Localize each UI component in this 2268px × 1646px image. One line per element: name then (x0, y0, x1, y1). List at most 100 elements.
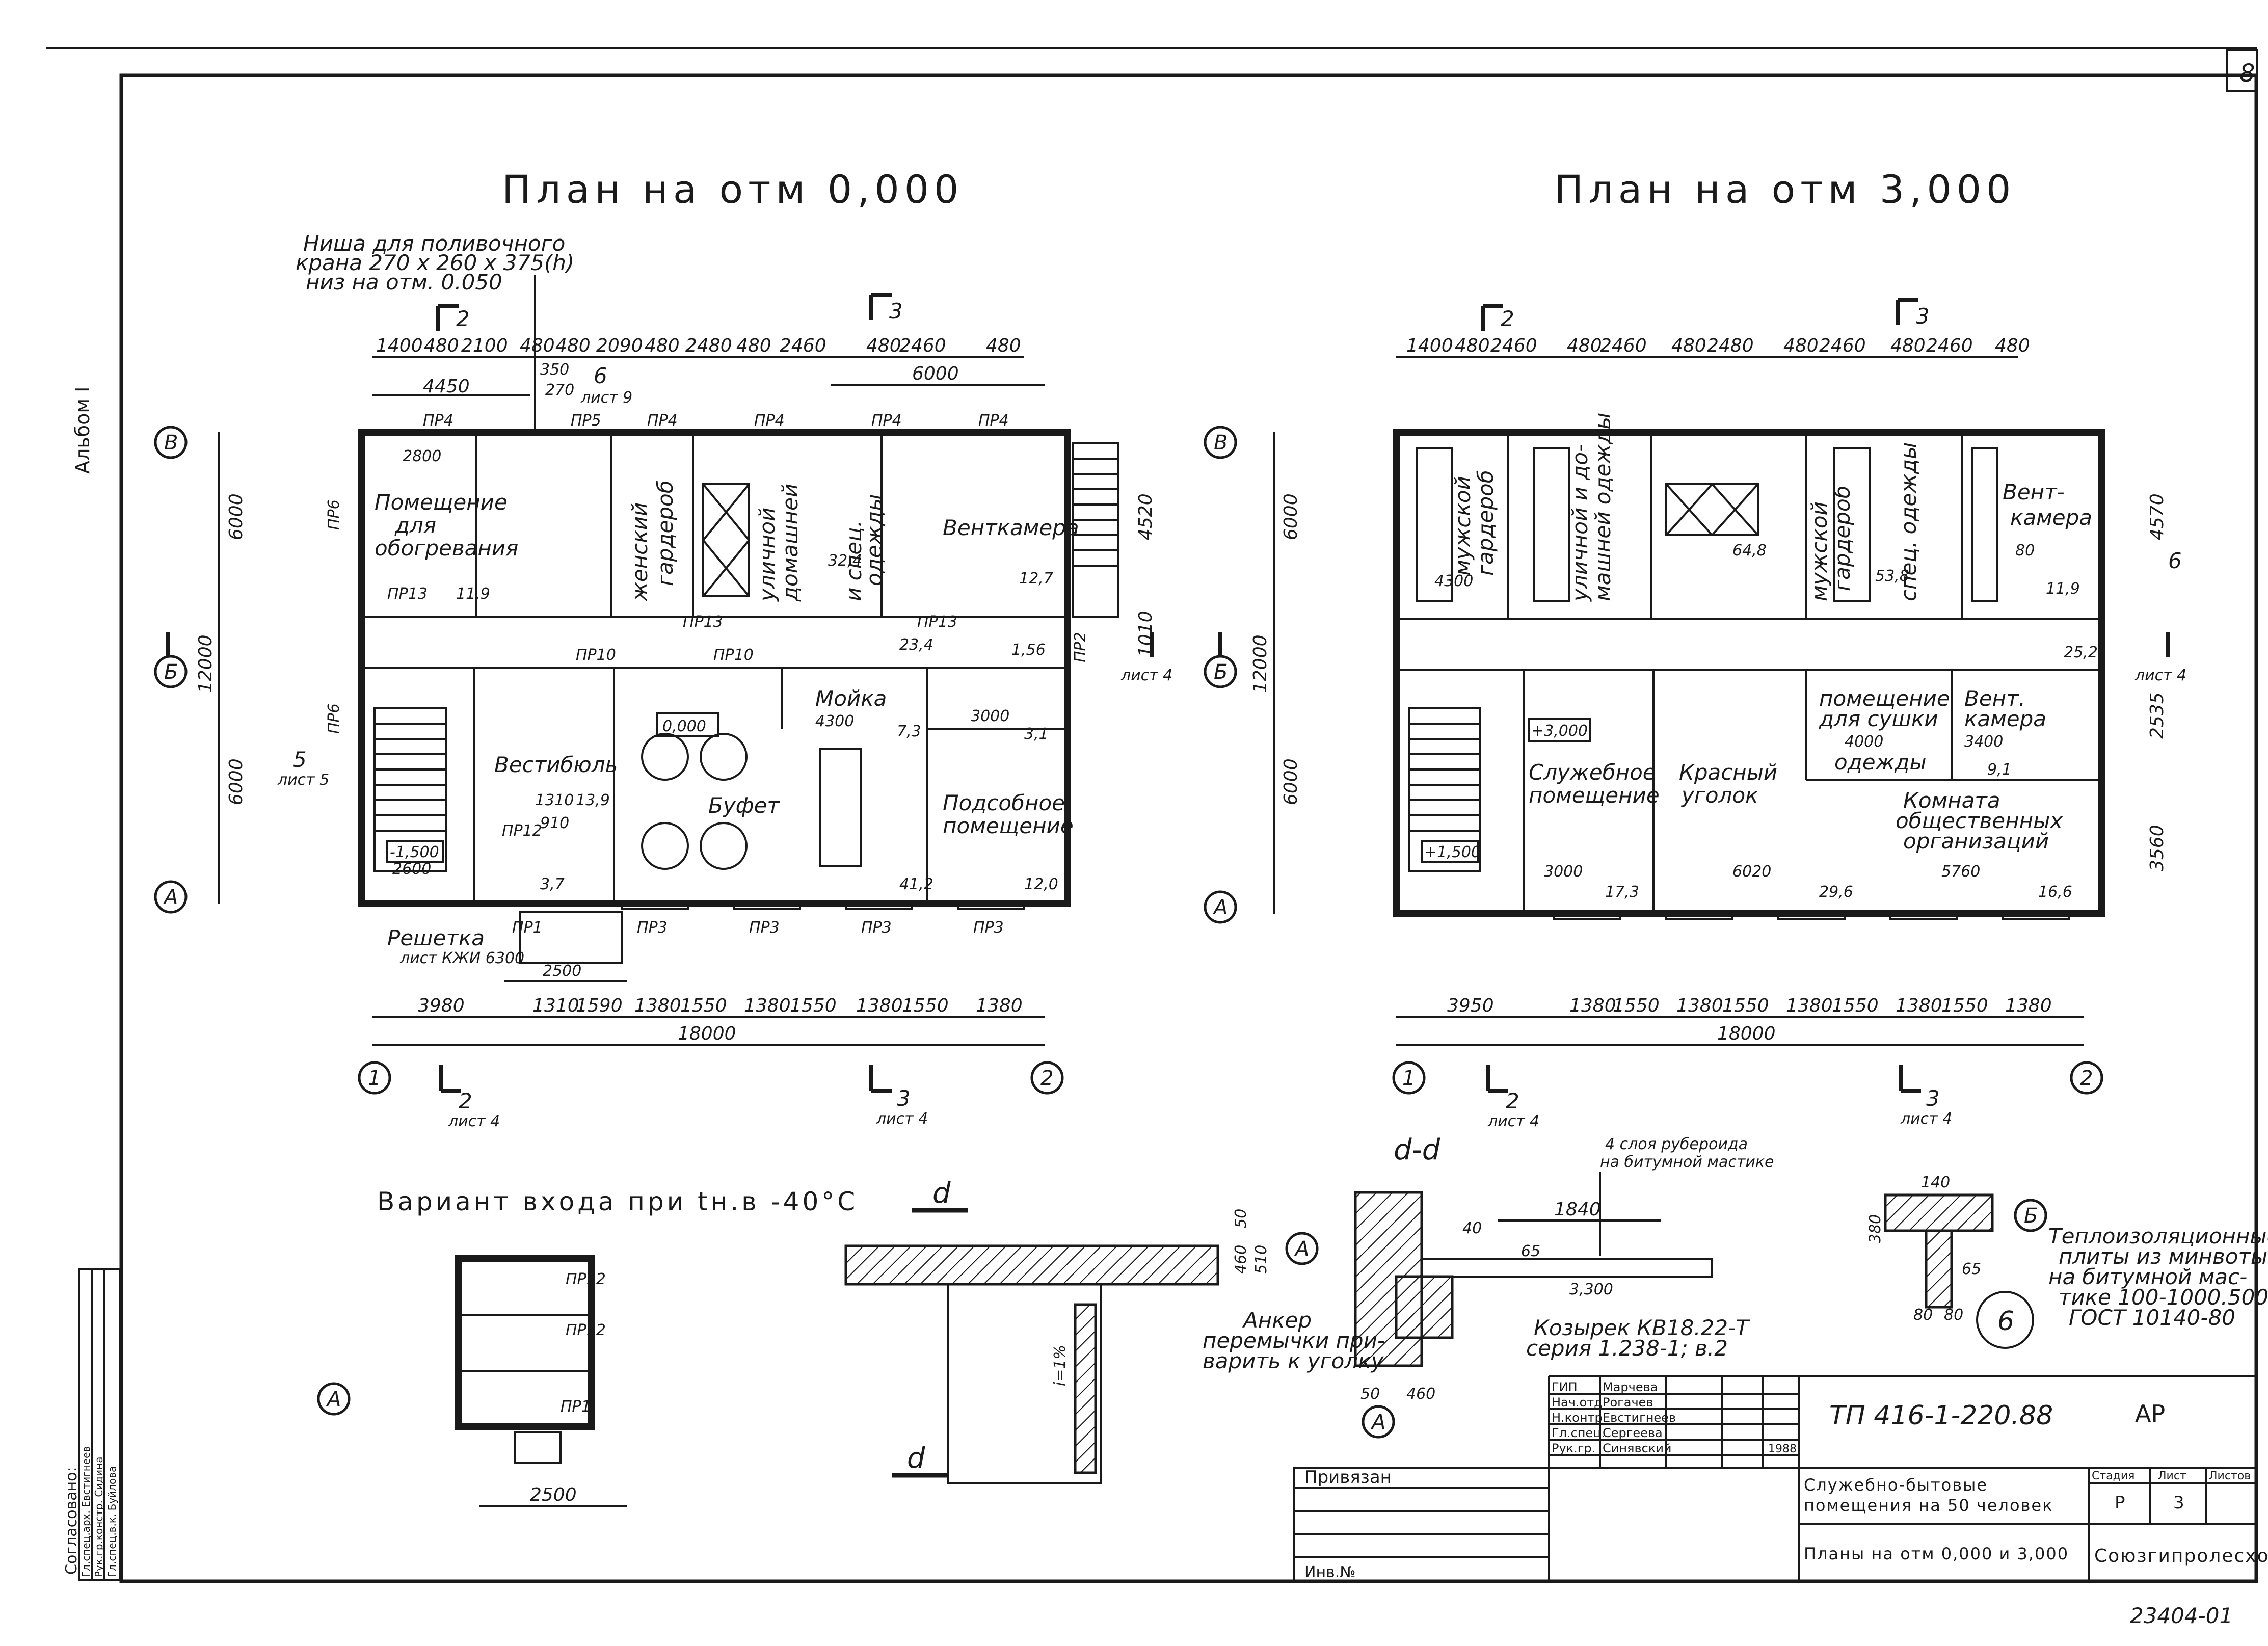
dim: 1550 (680, 995, 727, 1016)
windows-bottom-right (1553, 911, 2070, 920)
dim: 6000 (1280, 493, 1301, 540)
tb-sheets-h: Листов (2209, 1470, 2251, 1482)
dim: 1380 (744, 995, 791, 1016)
dim: 2090 (596, 335, 643, 356)
section-2-top: 2 (1501, 306, 1514, 331)
dim-5760: 5760 (1941, 863, 1980, 881)
axis-bubble (154, 880, 188, 914)
dim-140: 140 (1921, 1174, 1950, 1191)
approval-heading: Согласовано: (63, 1467, 81, 1575)
section-mark-2-bottom (1486, 1065, 1508, 1093)
room-area: 64,8 (1732, 542, 1767, 560)
entrance-porch (519, 911, 623, 964)
room-area: 11,9 (2046, 580, 2080, 598)
dim-460: 460 (1406, 1385, 1435, 1403)
section-3-bottom-sheet: лист 4 (876, 1110, 928, 1128)
section-2-bottom-sheet: лист 4 (1487, 1112, 1539, 1130)
page-number: 8 (2239, 59, 2255, 88)
room-area: 1,56 (1011, 641, 1046, 659)
buffet-tables (641, 733, 862, 870)
axis-bubble (2070, 1061, 2103, 1095)
axis-bubble (2014, 1199, 2047, 1232)
label-pr3: ПР3 (749, 919, 780, 937)
section-3-top: 3 (889, 299, 903, 324)
dim-460: 460 (1232, 1245, 1250, 1274)
dim-80: 80 (1913, 1306, 1933, 1324)
room-area: 7,3 (897, 723, 921, 740)
level-3: +3,000 (1531, 722, 1588, 740)
dim-510: 510 (1252, 1245, 1270, 1274)
axis-label: А (326, 1388, 341, 1411)
canopy-note-2: на битумной мастике (1600, 1153, 1774, 1171)
dim: 1380 (856, 995, 903, 1016)
dim: 1550 (1613, 995, 1660, 1016)
dims-top-left: 1400 480 2100 480 480 2090 480 2480 480 … (376, 335, 1021, 356)
room-drying: для сушки (1819, 706, 1938, 731)
anchor-note: варить к уголку (1203, 1348, 1384, 1373)
plan-right-title: План на отм 3,000 (1554, 167, 2016, 212)
plan-left-title: План на отм 0,000 (502, 167, 964, 212)
axis-label: 2 (1040, 1067, 1053, 1090)
canopy-insulation (1395, 1275, 1454, 1339)
axis-label: А (1212, 896, 1228, 919)
room-ventchamber: Венткамера (943, 515, 1079, 540)
tb-year: 1988 (1768, 1443, 1797, 1455)
label-pr3: ПР3 (973, 919, 1004, 937)
dim: 2460 (899, 335, 946, 356)
room-area: 17,3 (1605, 883, 1639, 901)
room-area: 11,9 (456, 585, 490, 603)
dim: 1380 (1896, 995, 1942, 1016)
label-pr1: ПР1 (512, 919, 543, 937)
plan-left: План на отм 0,000 Ниша для поливочного к… (154, 167, 1172, 1130)
stair-left-lower (373, 707, 447, 872)
room-area: 9,1 (1987, 761, 2012, 779)
section-3-bottom: 3 (897, 1086, 911, 1111)
axis-bubble (1285, 1232, 1319, 1265)
anchor-note: Анкер (1242, 1308, 1312, 1333)
dim: 6000 (226, 758, 247, 805)
tb-name: Сергеева (1603, 1426, 1663, 1440)
dim: 12000 (195, 634, 216, 693)
dim: 480 (1995, 335, 2030, 356)
section-2-bottom-sheet: лист 4 (448, 1112, 500, 1130)
label-pr6: ПР6 (325, 703, 343, 734)
dim-65: 65 (1521, 1242, 1540, 1260)
label-pr4: ПР4 (978, 412, 1009, 430)
dim: 1380 (1569, 995, 1616, 1016)
room-street: домашней (778, 484, 803, 602)
section-dd-detail: d i=1% 460 50 510 А Анкер перемычки при-… (844, 1177, 1385, 1484)
grating-label: Решетка (387, 925, 485, 950)
approval-row: Рук.гр.констр. Сидина (93, 1457, 105, 1577)
approval-row: Гл.спец.в.к. Буйлова (106, 1466, 118, 1577)
level-box (1421, 840, 1479, 863)
axis-bubble (154, 426, 188, 459)
variant-outline (455, 1255, 595, 1430)
room-area: 4300 (1434, 572, 1473, 590)
label-pr10: ПР10 (713, 646, 754, 664)
room-area: 80 (2015, 542, 2035, 560)
dim: 480 (1567, 335, 1602, 356)
axis-bubble (358, 1061, 391, 1095)
tb-role: Нач.отд. (1552, 1395, 1606, 1410)
dim: 480 (866, 335, 901, 356)
dim: 480 (986, 335, 1021, 356)
dim-40: 40 (1462, 1219, 1482, 1237)
room-area: 32,4 (828, 552, 862, 570)
dim-3000: 3000 (1544, 863, 1583, 881)
section-mark-2-bottom (439, 1065, 461, 1093)
variant-title: Вариант входа при tн.в -40°С (377, 1187, 858, 1216)
label-pr4: ПР4 (423, 412, 453, 430)
label-pr4: ПР4 (871, 412, 902, 430)
stair-right-external (1072, 442, 1119, 618)
room-heating: обогревания (375, 536, 518, 561)
level-neg: -1,500 (390, 843, 439, 861)
axis-label: 2 (2080, 1067, 2093, 1090)
level-box (386, 840, 444, 863)
room-street: машней одежды (1590, 413, 1615, 601)
dim: 2460 (1600, 335, 1647, 356)
plan-left-note-1: Ниша для поливочного (303, 231, 565, 256)
tb-org: Союзгипролесхоз (2094, 1546, 2268, 1567)
ventilation-unit-right (1665, 483, 1759, 536)
axis-label: В (1214, 431, 1228, 455)
room-vent: камера (2010, 505, 2092, 530)
